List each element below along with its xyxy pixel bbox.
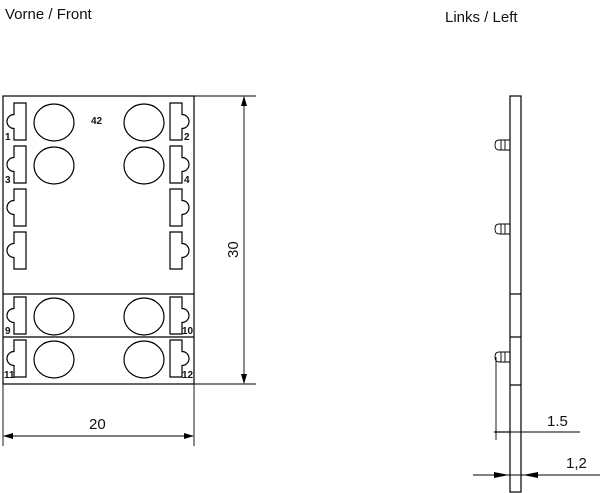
thickness-dimension-label: 1,2 <box>566 455 587 472</box>
contact-clip-left <box>6 188 27 227</box>
height-dimension: 30 <box>194 95 256 385</box>
side-view: 1.5 1,2 <box>473 95 600 493</box>
contact-hole <box>33 340 75 379</box>
front-view: 42 1 2 3 4 9 10 11 12 <box>2 95 195 385</box>
width-dimension: 20 <box>2 384 195 446</box>
front-view-title: Vorne / Front <box>5 6 93 23</box>
contact-clip-left <box>6 339 27 378</box>
contact-hole <box>123 340 165 379</box>
front-outline <box>2 95 195 385</box>
contact-clip-left <box>6 296 27 335</box>
pin-label-12: 12 <box>182 370 194 381</box>
contact-nub <box>494 223 510 235</box>
contact-clip-right <box>169 296 190 335</box>
position-count-label: 42 <box>91 116 103 127</box>
contact-clip-left <box>6 231 27 270</box>
pin-label-9: 9 <box>5 326 11 337</box>
contact-clip-right <box>169 231 190 270</box>
contact-clip-right <box>169 339 190 378</box>
contact-clip-right <box>169 145 190 184</box>
contact-hole <box>123 146 165 185</box>
nub-dimension-label: 1.5 <box>547 413 568 430</box>
contact-nub <box>494 351 510 363</box>
pin-label-4: 4 <box>184 175 190 186</box>
contact-hole <box>123 103 165 142</box>
contact-clip-right <box>169 102 190 141</box>
pin-label-3: 3 <box>5 175 11 186</box>
contact-clip-right <box>169 188 190 227</box>
width-dimension-label: 20 <box>89 416 106 433</box>
contact-hole <box>33 297 75 336</box>
pin-label-11: 11 <box>4 370 15 381</box>
pin-label-10: 10 <box>182 326 194 337</box>
contact-hole <box>33 103 75 142</box>
contact-clip-left <box>6 145 27 184</box>
contact-nub <box>494 139 510 151</box>
contact-hole <box>33 146 75 185</box>
pin-label-1: 1 <box>5 132 11 143</box>
left-view-title: Links / Left <box>445 9 518 26</box>
contact-hole <box>123 297 165 336</box>
contact-clip-left <box>6 102 27 141</box>
pin-label-2: 2 <box>184 132 190 143</box>
height-dimension-label: 30 <box>225 241 242 258</box>
